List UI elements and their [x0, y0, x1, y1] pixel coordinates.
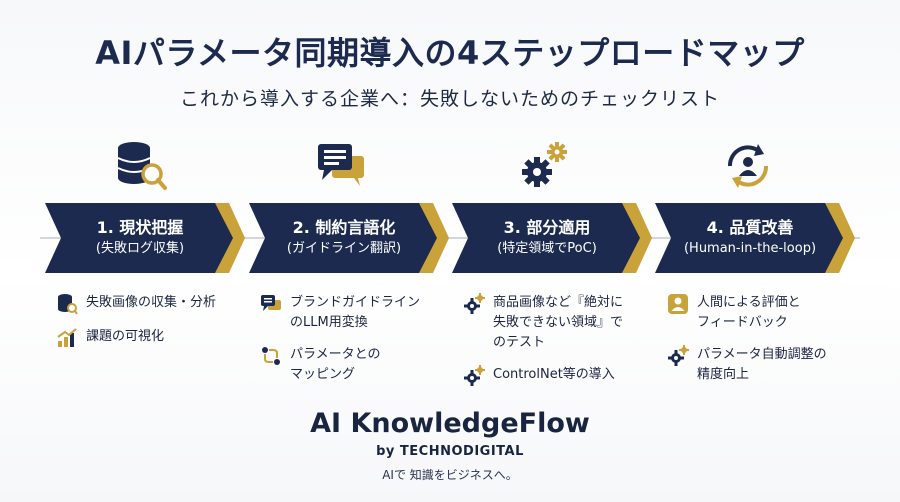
gears-icon [517, 140, 577, 192]
step-1-chevron: 1. 現状把握 (失敗ログ収集) [45, 203, 245, 273]
mapping-icon [260, 345, 282, 367]
bar-chart-icon [56, 327, 78, 349]
list-item: 商品画像など『絶対に 失敗できない領域』で のテスト [463, 293, 663, 353]
list-item: パラメータ自動調整の 精度向上 [667, 345, 867, 385]
database-search-icon [110, 140, 170, 192]
page-subtitle: これから導入する企業へ：失敗しないためのチェックリスト [179, 88, 720, 110]
step-1-title: 1. 現状把握 [96, 218, 184, 237]
chat-bubbles-icon [312, 140, 372, 192]
step-4-chevron: 4. 品質改善 (Human-in-the-loop) [655, 203, 855, 273]
step-2-chevron: 2. 制約言語化 (ガイドライン翻訳) [249, 203, 449, 273]
connector-line [40, 237, 860, 239]
step-3-title: 3. 部分適用 [503, 218, 591, 237]
step-2-title: 2. 制約言語化 [292, 218, 396, 237]
brand-tagline: AIで 知識をビジネスへ。 [382, 468, 518, 482]
step-2-subtitle: (ガイドライン翻訳) [286, 241, 402, 256]
chat-icon [260, 293, 282, 315]
step-3-subtitle: (特定領域でPoC) [497, 241, 597, 256]
step-3-chevron: 3. 部分適用 (特定領域でPoC) [452, 203, 652, 273]
list-item: 課題の可視化 [56, 327, 256, 349]
step-4-title: 4. 品質改善 [706, 218, 794, 237]
step-4-subtitle: (Human-in-the-loop) [683, 241, 817, 256]
brand-name: AI KnowledgeFlow [310, 408, 590, 439]
user-cycle-icon [718, 140, 778, 192]
step-1-subtitle: (失敗ログ収集) [95, 241, 185, 256]
gear-icon [667, 345, 689, 367]
brand-byline: by TECHNODIGITAL [376, 444, 524, 459]
step-1-checklist: 失敗画像の収集・分析 課題の可視化 [56, 293, 256, 361]
user-eval-icon [667, 293, 689, 315]
list-item: ControlNet等の導入 [463, 365, 663, 387]
list-item: パラメータとの マッピング [260, 345, 460, 385]
gear-icon [463, 293, 485, 315]
step-2-checklist: ブランドガイドライン のLLM用変換 パラメータとの マッピング [260, 293, 460, 397]
list-item: ブランドガイドライン のLLM用変換 [260, 293, 460, 333]
step-4-checklist: 人間による評価と フィードバック [667, 293, 867, 397]
list-item: 人間による評価と フィードバック [667, 293, 867, 333]
step-3-checklist: 商品画像など『絶対に 失敗できない領域』で のテスト [463, 293, 663, 399]
page-title: AIパラメータ同期導入の4ステップロードマップ [95, 34, 805, 72]
database-icon [56, 293, 78, 315]
list-item: 失敗画像の収集・分析 [56, 293, 256, 315]
gears-small-icon [463, 365, 485, 387]
